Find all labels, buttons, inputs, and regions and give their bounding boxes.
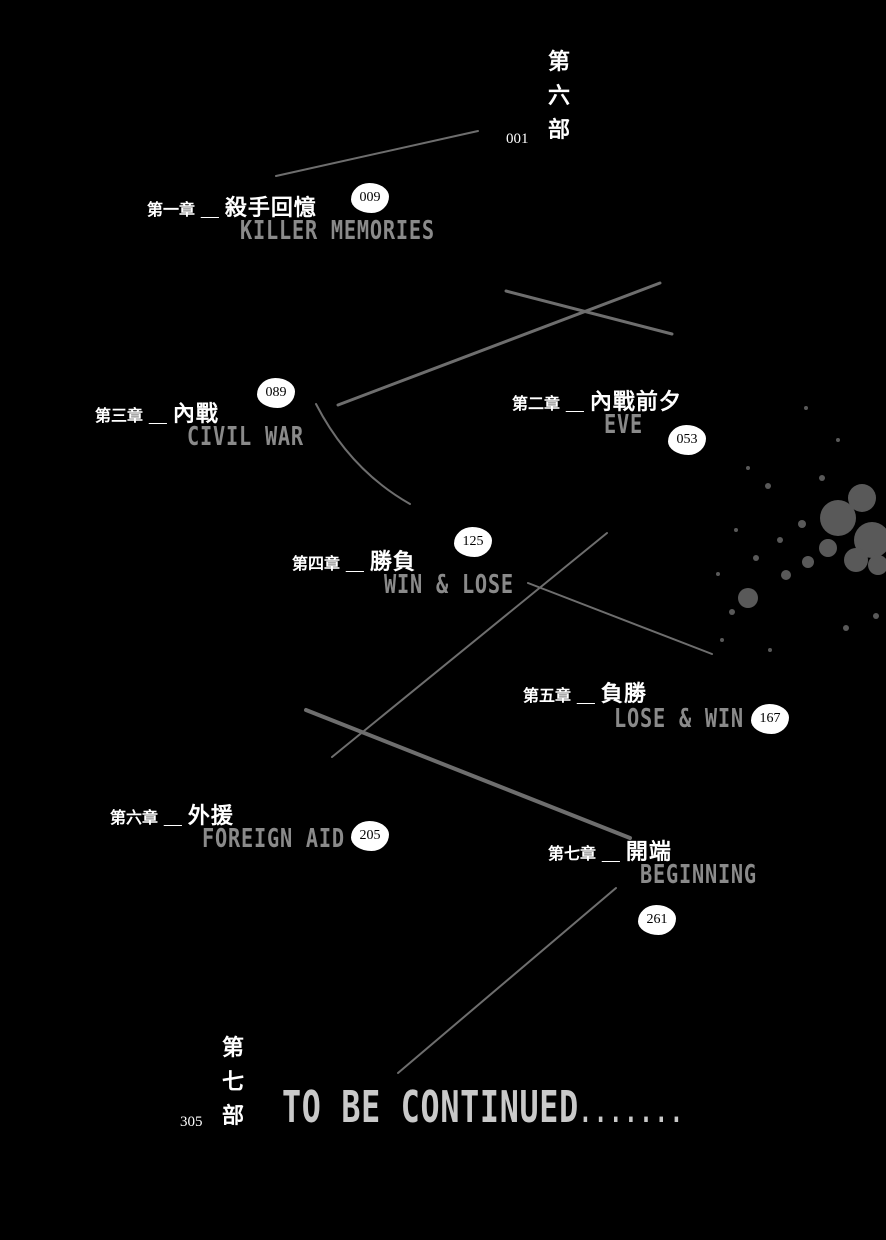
- chapter-english-title: WIN & LOSE: [384, 570, 514, 600]
- separator: __: [577, 688, 595, 705]
- scratch-line: [304, 708, 632, 840]
- scratch-line: [336, 281, 662, 407]
- scratch-line: [315, 403, 411, 505]
- ellipsis-dots: .......: [578, 1095, 686, 1130]
- separator: __: [149, 408, 167, 425]
- part-six-page-number: 001: [506, 131, 529, 147]
- chapter-english-title: FOREIGN AID: [202, 824, 345, 854]
- chapter-3-entry: 第三章 __ 內戰: [95, 396, 219, 428]
- chapter-title: 內戰前夕: [589, 390, 682, 415]
- chapter-label: 第四章: [292, 554, 341, 573]
- part-six-heading: 第 六 部: [546, 45, 572, 147]
- chapter-1-entry: 第一章 __ 殺手回憶: [147, 190, 317, 222]
- chapter-4-entry: 第四章 __ 勝負: [292, 544, 416, 576]
- page-number-badge: 053: [668, 425, 706, 455]
- page-number-badge: 205: [351, 821, 389, 851]
- chapter-english-title: KILLER MEMORIES: [240, 216, 435, 246]
- separator: __: [602, 846, 620, 863]
- chapter-7-entry: 第七章 __ 開端: [548, 834, 672, 866]
- separator: __: [201, 202, 219, 219]
- chapter-title: 殺手回憶: [224, 196, 317, 221]
- separator: __: [164, 810, 182, 827]
- chapter-label: 第一章: [147, 200, 196, 219]
- scratch-line: [275, 130, 479, 177]
- separator: __: [566, 396, 584, 413]
- part-char: 部: [221, 1103, 244, 1129]
- scratch-line: [527, 582, 713, 655]
- scratch-line: [397, 887, 617, 1074]
- part-char: 七: [221, 1069, 244, 1095]
- page-number-badge: 261: [638, 905, 676, 935]
- chapter-english-title: CIVIL WAR: [187, 422, 304, 452]
- part-char: 六: [547, 83, 570, 109]
- chapter-english-title: EVE: [604, 410, 643, 440]
- to-be-continued-label: TO BE CONTINUED: [282, 1082, 579, 1133]
- chapter-5-entry: 第五章 __ 負勝: [523, 676, 647, 708]
- chapter-title: 負勝: [600, 682, 647, 707]
- chapter-2-entry: 第二章 __ 內戰前夕: [512, 384, 682, 416]
- page-number-badge: 009: [351, 183, 389, 213]
- page-number-badge: 125: [454, 527, 492, 557]
- page-number-badge: 089: [257, 378, 295, 408]
- to-be-continued-text: TO BE CONTINUED.......: [282, 1082, 685, 1133]
- chapter-title: 外援: [187, 804, 234, 829]
- chapter-english-title: BEGINNING: [640, 860, 757, 890]
- chapter-label: 第五章: [523, 686, 572, 705]
- scratch-line: [331, 532, 608, 758]
- chapter-title: 勝負: [369, 550, 416, 575]
- chapter-label: 第六章: [110, 808, 159, 827]
- part-seven-heading: 第 七 部: [220, 1031, 246, 1133]
- separator: __: [346, 556, 364, 573]
- part-char: 部: [547, 117, 570, 143]
- chapter-title: 內戰: [172, 402, 219, 427]
- ink-splatter: [716, 406, 886, 652]
- chapter-title: 開端: [625, 840, 672, 865]
- chapter-label: 第三章: [95, 406, 144, 425]
- part-seven-page-number: 305: [180, 1114, 203, 1130]
- chapter-label: 第七章: [548, 844, 597, 863]
- chapter-label: 第二章: [512, 394, 561, 413]
- page-number-badge: 167: [751, 704, 789, 734]
- chapter-6-entry: 第六章 __ 外援: [110, 798, 234, 830]
- scratch-line: [504, 289, 674, 336]
- part-char: 第: [547, 49, 570, 75]
- part-char: 第: [221, 1035, 244, 1061]
- chapter-english-title: LOSE & WIN: [614, 704, 744, 734]
